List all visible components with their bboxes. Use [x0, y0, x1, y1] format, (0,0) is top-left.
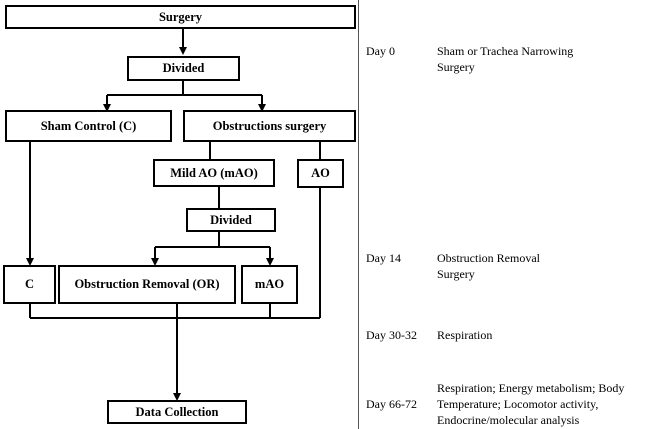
- event-line: Surgery: [437, 60, 475, 74]
- timeline-day-0: Day 0: [366, 44, 395, 58]
- box-mao: mAO: [241, 265, 298, 304]
- box-obstruction-removal: Obstruction Removal (OR): [58, 265, 236, 304]
- timeline-day-30-32: Day 30-32: [366, 328, 417, 342]
- box-sham-control: Sham Control (C): [5, 110, 172, 142]
- box-c: C: [3, 265, 56, 304]
- event-line: Respiration: [437, 328, 493, 342]
- event-line: Surgery: [437, 267, 475, 281]
- timeline-event-14: Obstruction Removal Surgery: [437, 250, 540, 282]
- event-line: Temperature; Locomotor activity,: [437, 397, 599, 411]
- timeline-event-0: Sham or Trachea Narrowing Surgery: [437, 43, 573, 75]
- box-data-collection: Data Collection: [107, 400, 247, 424]
- timeline-divider: [358, 0, 359, 429]
- timeline-day-66-72: Day 66-72: [366, 397, 417, 411]
- box-divided-mid: Divided: [186, 208, 276, 232]
- timeline-event-66-72: Respiration; Energy metabolism; Body Tem…: [437, 380, 624, 428]
- box-surgery: Surgery: [5, 5, 356, 29]
- event-line: Respiration; Energy metabolism; Body: [437, 381, 625, 395]
- timeline-day-14: Day 14: [366, 251, 401, 265]
- box-obstructions-surgery: Obstructions surgery: [183, 110, 356, 142]
- event-line: Endocrine/molecular analysis: [437, 413, 580, 427]
- event-line: Sham or Trachea Narrowing: [437, 44, 574, 58]
- box-ao: AO: [297, 159, 344, 188]
- box-divided-top: Divided: [127, 56, 240, 81]
- event-line: Obstruction Removal: [437, 251, 540, 265]
- box-mild-ao: Mild AO (mAO): [153, 159, 275, 187]
- timeline-event-30-32: Respiration: [437, 327, 492, 343]
